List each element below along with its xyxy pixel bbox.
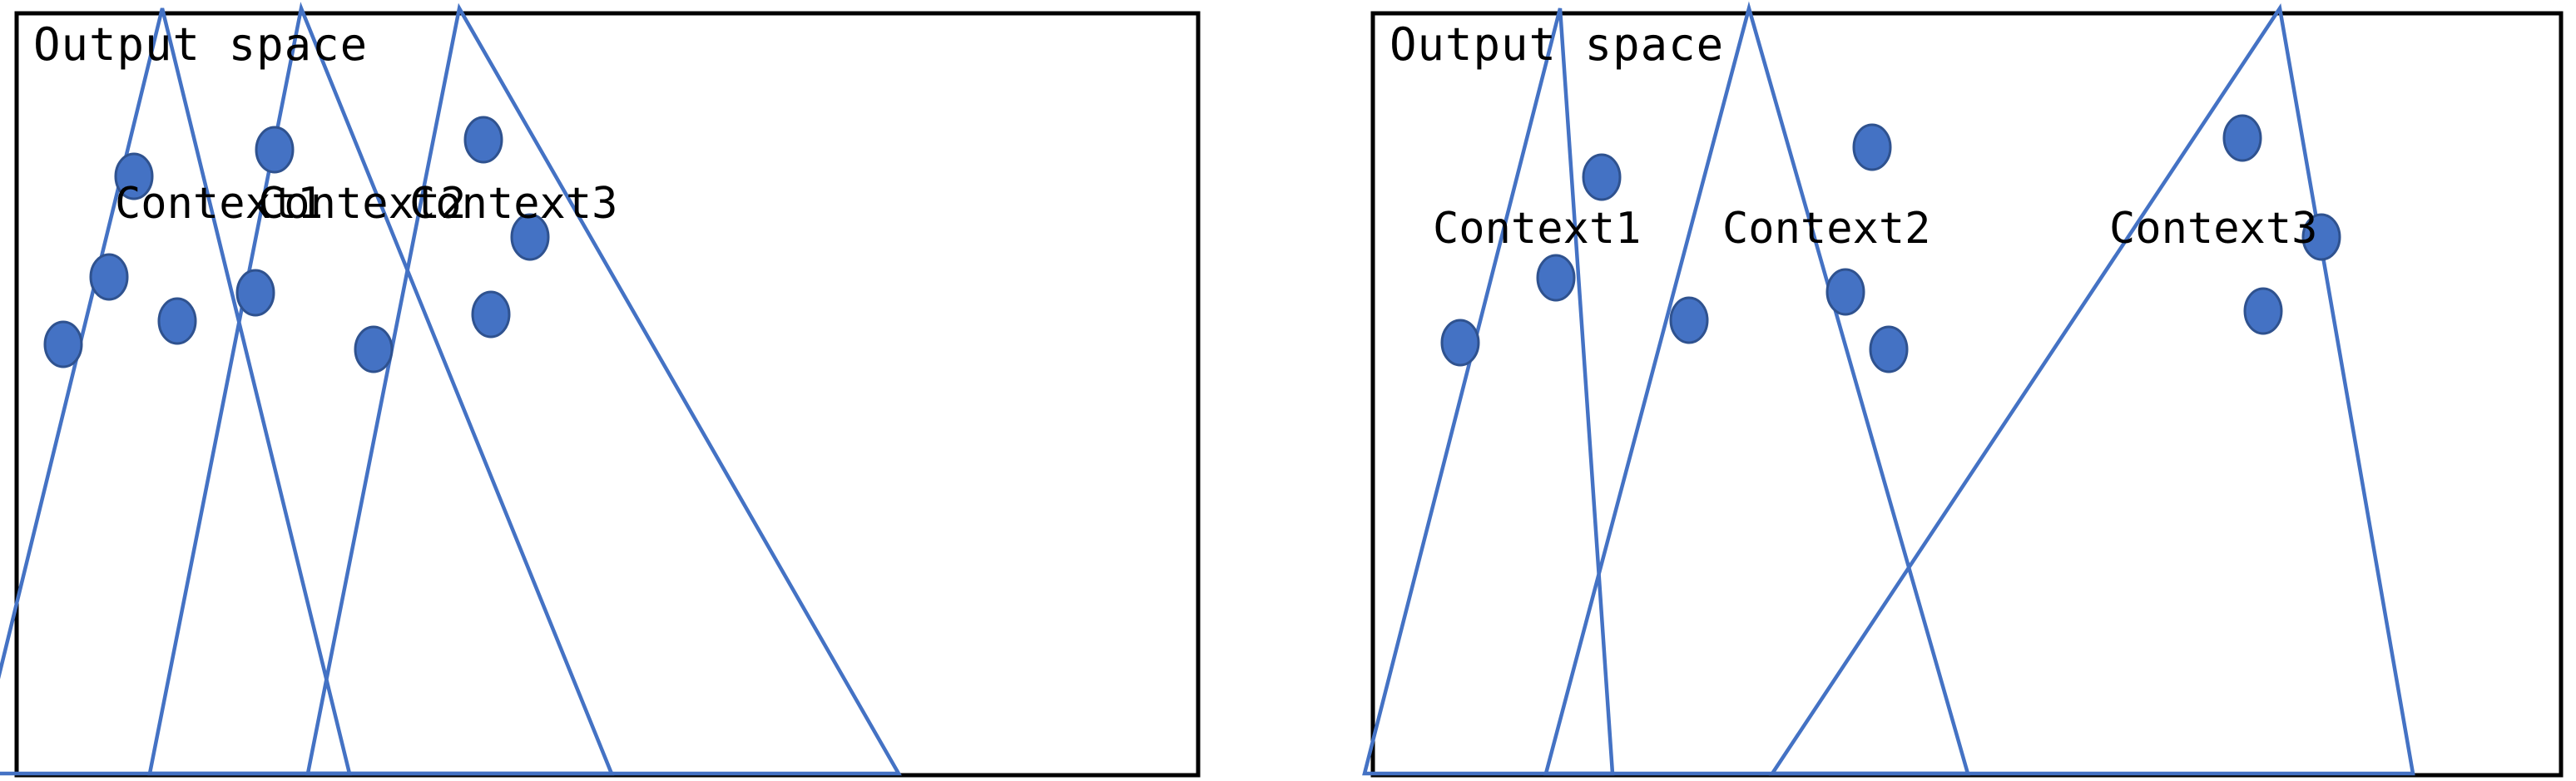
sample-point <box>157 297 197 345</box>
sample-point <box>89 253 129 301</box>
sample-point <box>43 320 83 368</box>
output-space-label: Output space <box>1390 18 1724 71</box>
sample-point <box>1852 123 1892 171</box>
output-space-label: Output space <box>33 18 368 71</box>
sample-point <box>1825 268 1865 316</box>
sample-point <box>2301 213 2341 261</box>
sample-point <box>1582 153 1622 201</box>
panel-left-canvas: Output space Context1 Context2 Context3 <box>0 2 1201 778</box>
output-space-panel-left: Output space Context1 Context2 Context3 <box>0 0 1231 781</box>
context-label-3: Context3 <box>409 179 617 229</box>
context-label-1: Context1 <box>115 179 323 229</box>
sample-point <box>1536 254 1576 302</box>
context-triangle-2 <box>1543 1 1970 776</box>
sample-point <box>235 269 275 317</box>
sample-point <box>354 325 394 373</box>
sample-point <box>1669 296 1709 344</box>
sample-point <box>2243 287 2283 335</box>
context-triangle-3 <box>1768 3 2415 776</box>
sample-point <box>471 290 511 339</box>
sample-point <box>1440 319 1480 367</box>
output-space-panel-right: Output space Context1 Context2 Context3 <box>1356 0 2576 781</box>
context-label-2: Context2 <box>258 179 466 229</box>
panel-right-canvas: Output space Context1 Context2 Context3 <box>1362 1 2564 778</box>
sample-point <box>2222 114 2262 162</box>
sample-point <box>463 116 503 164</box>
context-label-1: Context1 <box>1433 204 1641 254</box>
sample-point <box>510 213 550 261</box>
panel-frame <box>1370 11 2564 778</box>
context-triangle-1 <box>1362 7 1615 776</box>
sample-point <box>1869 325 1909 373</box>
sample-point <box>255 126 295 174</box>
context-label-3: Context3 <box>2109 204 2317 254</box>
context-triangle-3 <box>305 2 902 776</box>
sample-point <box>114 152 154 200</box>
context-label-2: Context2 <box>1722 204 1930 254</box>
panel-frame <box>14 11 1201 778</box>
